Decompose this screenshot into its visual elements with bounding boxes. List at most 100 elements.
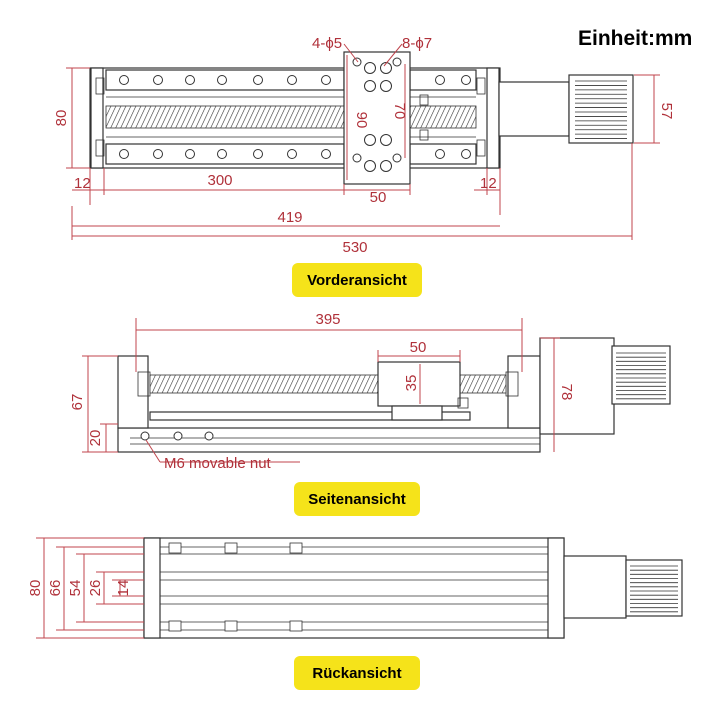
back-base [143,537,565,639]
carriage-large-hole [364,62,376,74]
rail-hole [119,149,129,159]
front-ball-screw-right [409,105,477,129]
carriage-small-hole [352,57,362,67]
dim-54: 54 [67,580,84,597]
carriage-large-hole [380,62,392,74]
side-view: 395 50 35 67 20 78 M6 movable nut Seiten… [69,311,671,516]
rail-hole [253,75,263,85]
front-left-bearing-top [95,77,105,95]
leader-hole-large [383,43,403,67]
nut-hole [204,431,214,441]
side-ball-screw-right [459,374,507,394]
dim-hole-large: 8-ϕ7 [402,35,432,52]
front-right-bearing-bottom [476,139,486,157]
back-motor-body [625,559,683,617]
front-motor-fins [575,80,627,139]
rail-hole [153,149,163,159]
back-hole [289,542,303,554]
front-carriage-holes [352,57,402,172]
carriage-small-hole [392,153,402,163]
front-left-bearing-bottom [95,139,105,157]
leader-hole-small [343,43,359,63]
side-top-plate [149,411,471,421]
carriage-large-hole [380,134,392,146]
front-sensor-bracket [419,129,429,141]
back-hole [289,620,303,632]
carriage-large-hole [380,80,392,92]
back-left-end [143,537,161,639]
dim-20: 20 [87,430,104,447]
carriage-small-hole [352,153,362,163]
dim-12-right: 12 [480,175,497,192]
leader-m6 [145,439,161,463]
side-base-profile [117,427,541,453]
rail-hole [287,149,297,159]
rail-hole [435,75,445,85]
back-motor-fins [630,565,678,613]
dim-66: 66 [47,580,64,597]
dim-50-front: 50 [370,189,387,206]
rail-hole [217,149,227,159]
front-motor-body [568,74,634,144]
carriage-large-hole [364,80,376,92]
dim-80-back: 80 [27,580,44,597]
dim-530: 530 [342,239,367,256]
rail-hole [461,149,471,159]
side-nut-holes [140,431,214,441]
front-right-bearing-top [476,77,486,95]
rail-hole [321,75,331,85]
dim-395: 395 [315,311,340,328]
side-motor-coupling [539,337,615,435]
rail-hole [461,75,471,85]
side-view-badge [294,482,420,516]
side-ball-screw [149,374,379,394]
side-motor-fins [616,352,666,400]
dim-80: 80 [53,110,70,127]
carriage-small-hole [392,57,402,67]
back-hole [224,620,238,632]
nut-hole [173,431,183,441]
front-view-title: Vorderansicht [307,272,407,289]
back-motor-coupling [563,555,627,619]
back-hole [168,542,182,554]
dim-67: 67 [69,394,86,411]
carriage-large-hole [380,160,392,172]
rail-hole [435,149,445,159]
back-hole [224,542,238,554]
carriage-large-hole [364,160,376,172]
dim-14: 14 [115,580,132,597]
side-carriage-slider [391,405,443,421]
nut-hole [140,431,150,441]
carriage-large-hole [364,134,376,146]
rail-hole [119,75,129,85]
dim-35: 35 [403,375,420,392]
front-ball-screw [105,105,345,129]
dim-57: 57 [658,103,675,120]
front-right-end-block [486,67,500,169]
dim-hole-small: 4-ϕ5 [312,35,342,52]
front-rail-holes [119,75,471,159]
dim-78: 78 [558,384,575,401]
dim-50-side: 50 [410,339,427,356]
dim-300: 300 [207,172,232,189]
back-view: 80 66 54 26 14 Rückansicht [27,537,683,690]
side-motor-body [611,345,671,405]
dim-26: 26 [87,580,104,597]
front-sensor-bracket [419,94,429,106]
front-motor-coupling [498,81,570,137]
front-view: 80 90 70 4-ϕ5 8-ϕ7 57 12 300 50 12 [53,35,675,297]
back-view-title: Rückansicht [312,665,401,682]
side-sensor [457,397,469,409]
rail-hole [153,75,163,85]
rail-hole [321,149,331,159]
rail-hole [287,75,297,85]
back-right-end [547,537,565,639]
back-hole [168,620,182,632]
side-left-end-block [117,355,149,429]
rail-hole [185,149,195,159]
note-m6: M6 movable nut [164,455,272,472]
front-left-end-block [90,67,104,169]
side-right-end-block [507,355,541,429]
